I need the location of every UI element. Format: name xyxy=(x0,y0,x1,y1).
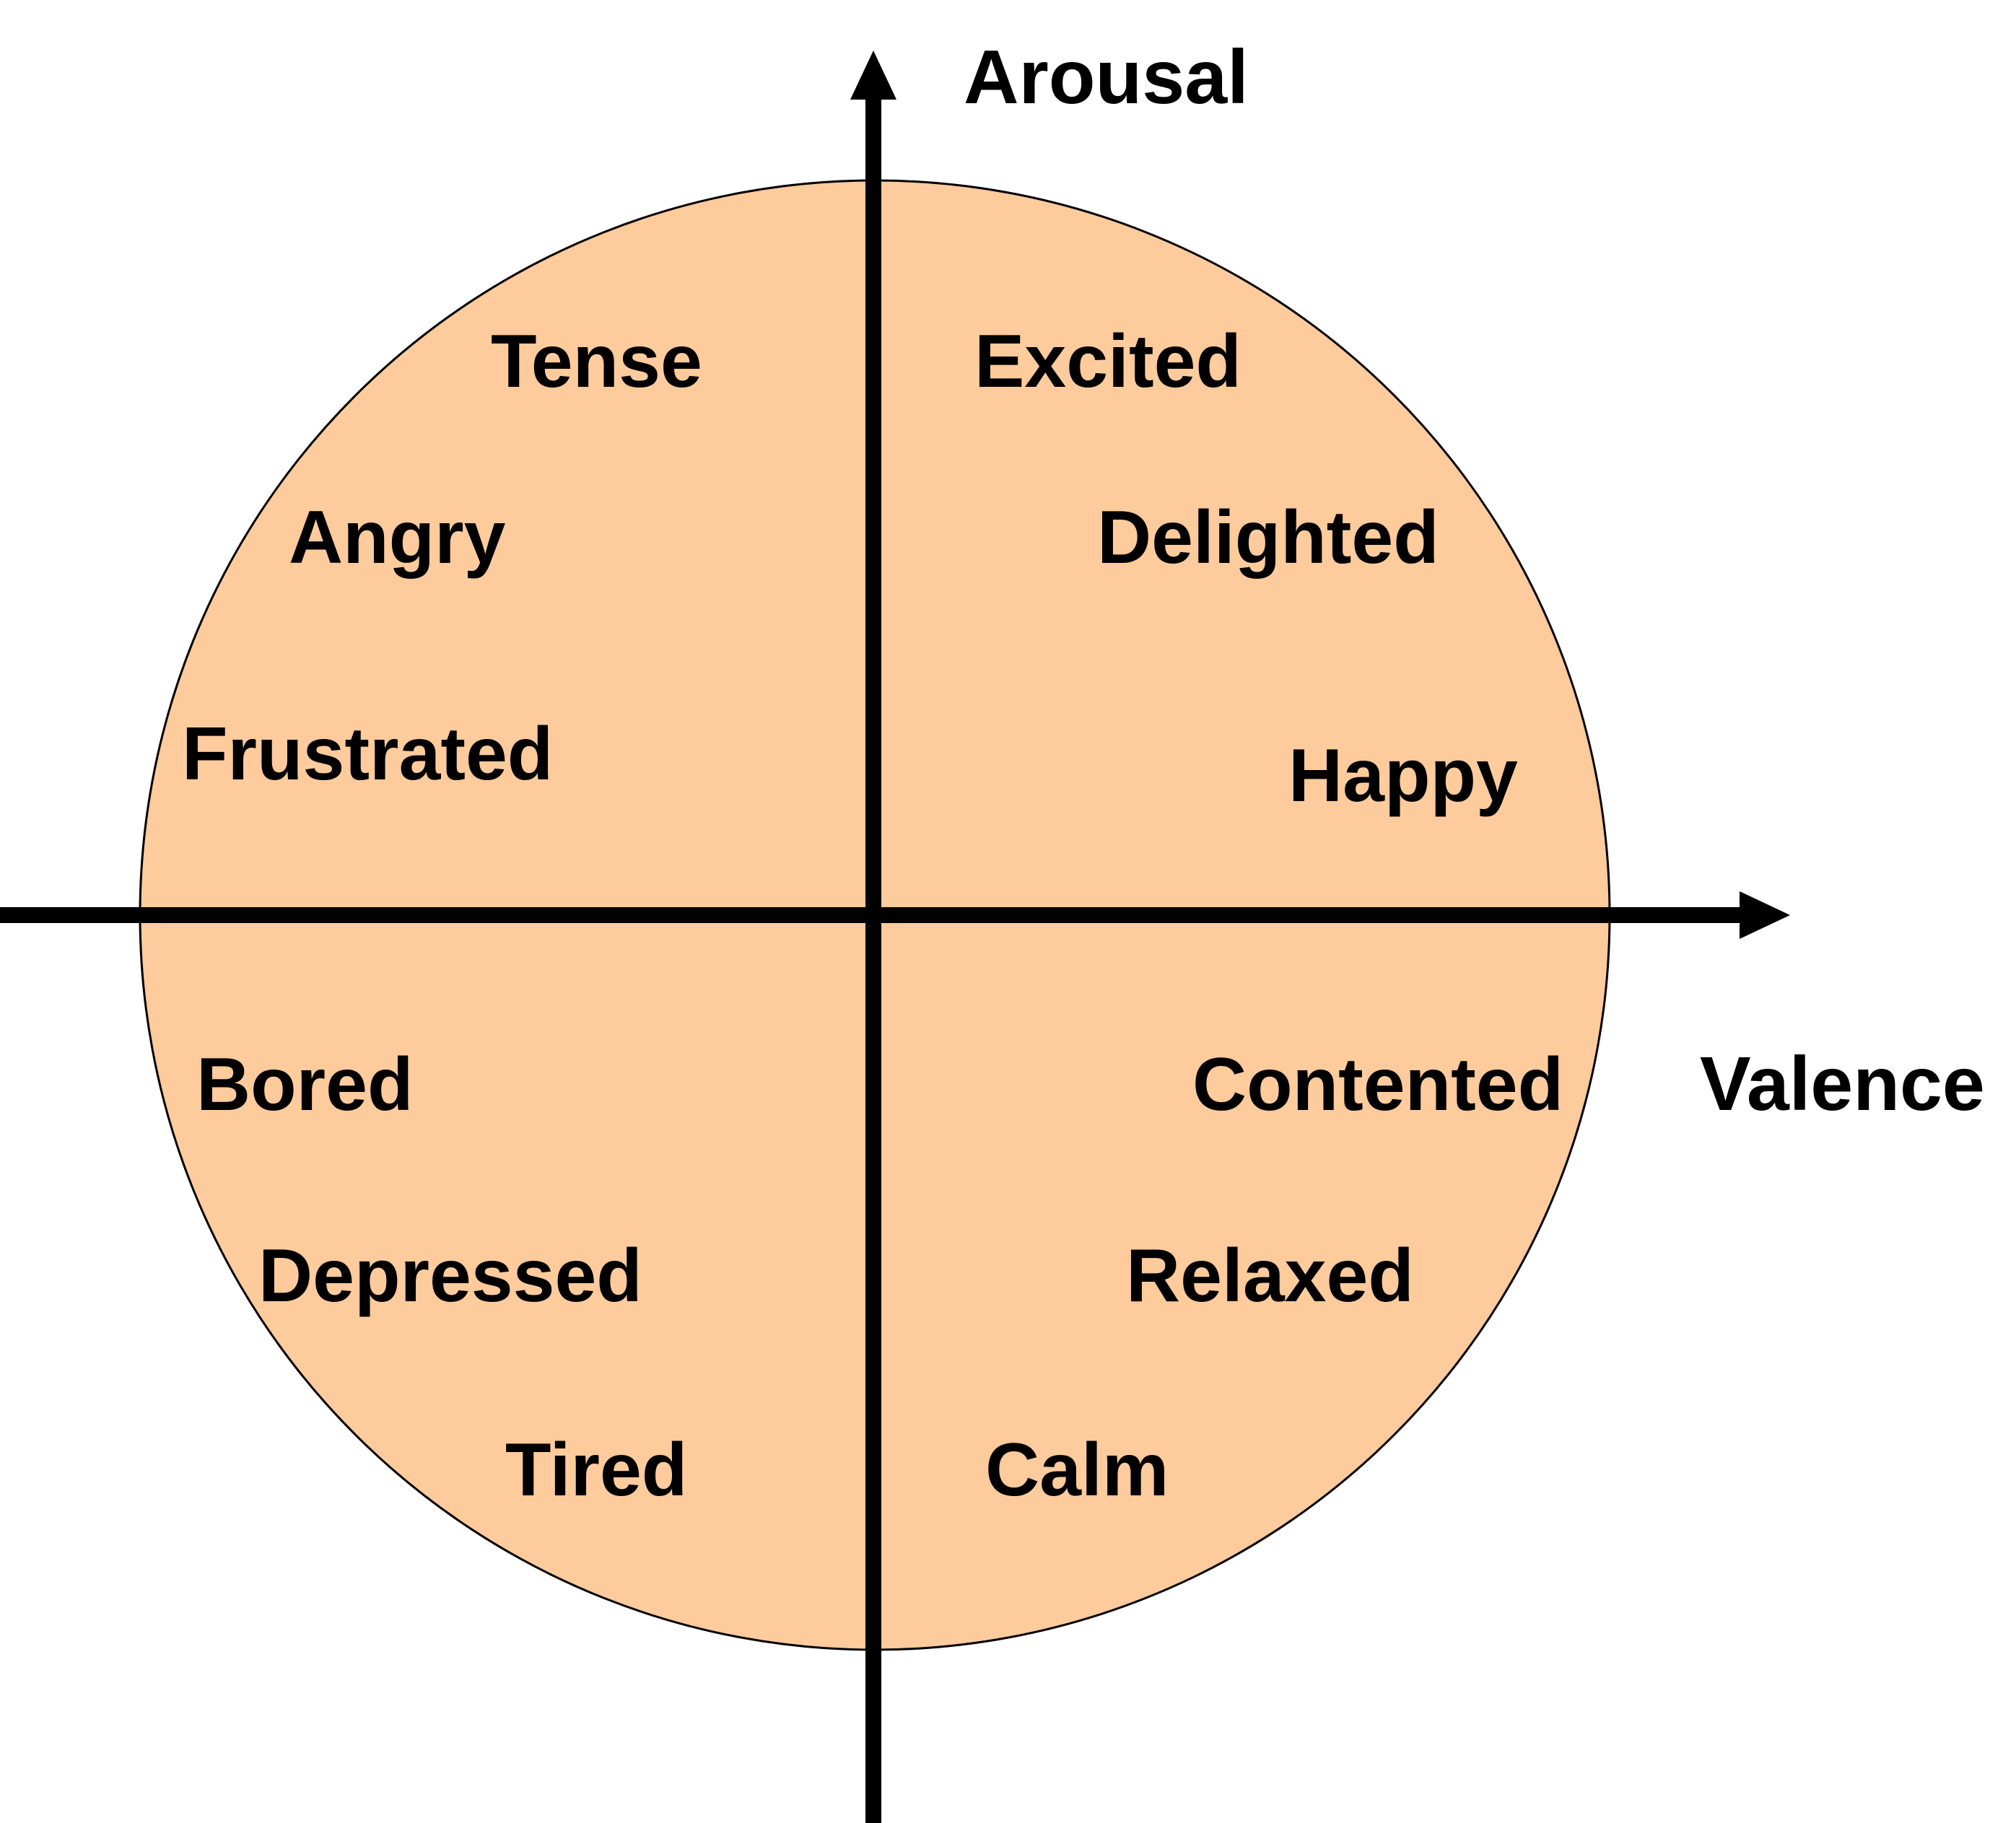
valence-axis-label: Valence xyxy=(1700,1041,1985,1127)
emotion-label-relaxed: Relaxed xyxy=(1126,1234,1414,1318)
emotion-label-depressed: Depressed xyxy=(258,1234,642,1318)
arousal-axis-arrowhead-icon xyxy=(850,51,896,100)
emotion-label-tense: Tense xyxy=(491,320,702,403)
emotion-label-angry: Angry xyxy=(289,496,506,580)
emotion-label-tired: Tired xyxy=(505,1428,687,1512)
valence-axis-arrowhead-icon xyxy=(1740,891,1790,939)
emotion-label-delighted: Delighted xyxy=(1097,496,1439,580)
arousal-axis-label: Arousal xyxy=(964,35,1249,120)
emotion-label-calm: Calm xyxy=(985,1428,1169,1512)
emotion-label-contented: Contented xyxy=(1192,1043,1563,1127)
emotion-label-frustrated: Frustrated xyxy=(182,712,553,796)
emotion-label-happy: Happy xyxy=(1288,734,1518,818)
emotion-label-excited: Excited xyxy=(974,320,1242,403)
emotion-label-bored: Bored xyxy=(196,1043,413,1127)
